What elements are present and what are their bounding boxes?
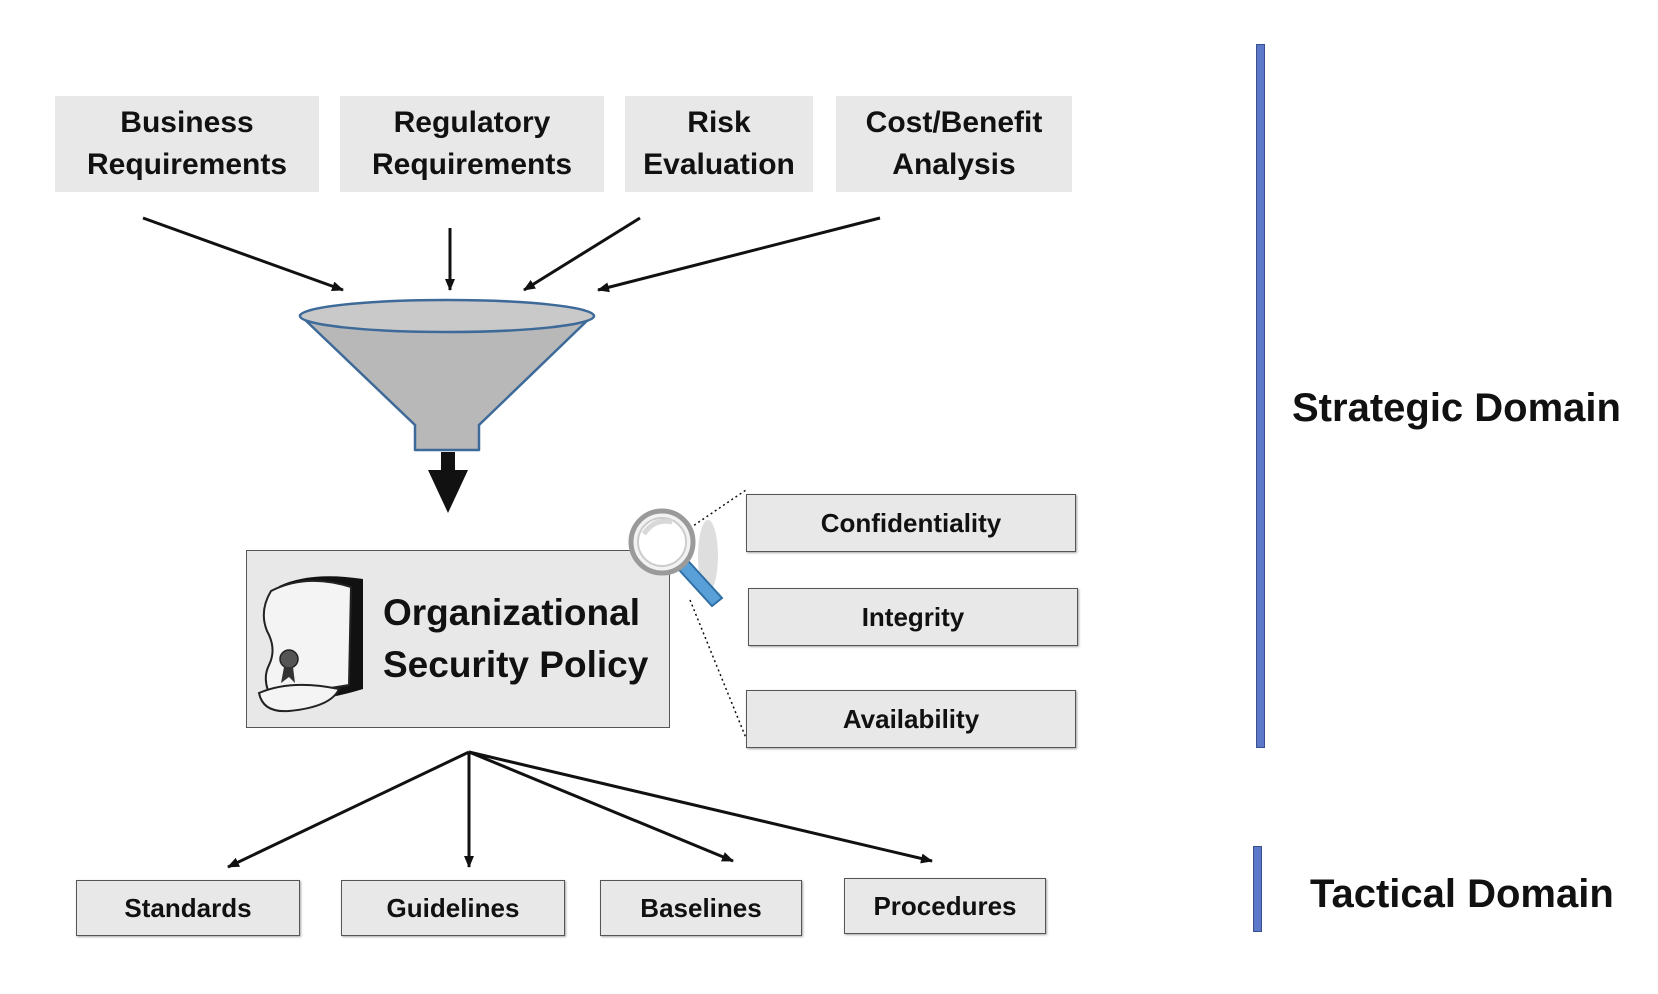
arrow-policy-to-baselines xyxy=(468,750,734,863)
policy-title: Organizational Security Policy xyxy=(383,587,648,691)
policy-title-line: Security Policy xyxy=(383,644,649,685)
output-guidelines: Guidelines xyxy=(341,880,565,936)
input-line: Evaluation xyxy=(643,148,795,181)
output-baselines: Baselines xyxy=(600,880,802,936)
strategic-domain-label: Strategic Domain xyxy=(1292,386,1621,430)
arrow-cost-to-funnel xyxy=(597,216,881,293)
arrow-funnel-to-policy xyxy=(428,452,468,513)
strategic-domain-bar xyxy=(1256,44,1265,748)
input-line: Analysis xyxy=(892,148,1016,181)
scroll-icon xyxy=(257,576,363,713)
input-line: Requirements xyxy=(371,148,573,181)
tactical-domain-label: Tactical Domain xyxy=(1310,872,1614,916)
connector-availability xyxy=(689,599,747,739)
magnifier-icon xyxy=(628,508,724,608)
output-procedures: Procedures xyxy=(844,878,1046,934)
output-standards: Standards xyxy=(76,880,300,936)
cia-confidentiality: Confidentiality xyxy=(746,494,1076,552)
input-line: Requirements xyxy=(86,148,288,181)
connector-confidentiality xyxy=(689,489,747,529)
input-line: Risk xyxy=(687,106,751,139)
cia-integrity: Integrity xyxy=(748,588,1078,646)
arrow-risk-to-funnel xyxy=(523,216,641,292)
input-line: Business xyxy=(120,106,254,139)
arrow-policy-to-procedures xyxy=(468,750,933,864)
arrow-business-to-funnel xyxy=(142,216,344,292)
policy-title-line: Organizational xyxy=(383,592,640,633)
input-line: Cost/Benefit xyxy=(865,106,1043,139)
input-line: Regulatory xyxy=(393,106,551,139)
funnel-icon xyxy=(298,298,596,452)
organizational-security-policy-box: Organizational Security Policy xyxy=(246,550,670,728)
cia-availability: Availability xyxy=(746,690,1076,748)
tactical-domain-bar xyxy=(1253,846,1262,932)
arrow-policy-to-standards xyxy=(227,750,470,869)
